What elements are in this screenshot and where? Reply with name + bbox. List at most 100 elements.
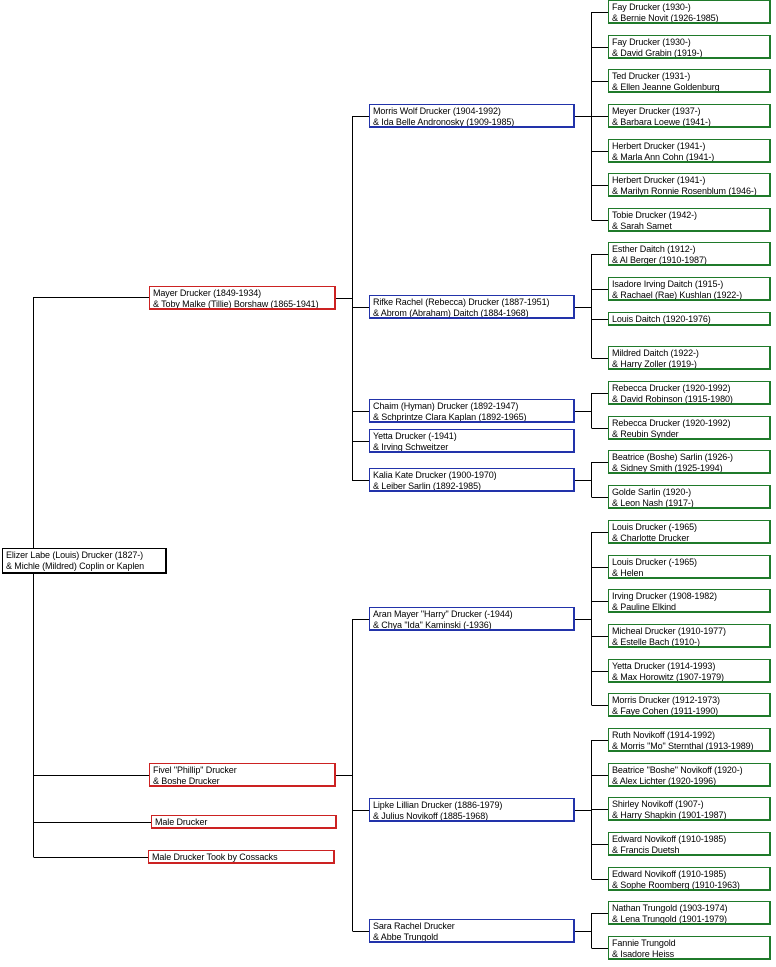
person-name: Male Drucker [155, 817, 208, 827]
person-box-fivel[interactable]: Fivel "Phillip" Drucker & Boshe Drucker [149, 763, 336, 787]
spouse-name: & Lena Trungold (1901-1979) [612, 913, 727, 924]
spouse-name: & Max Horowitz (1907-1979) [612, 671, 724, 682]
person-box-nathan[interactable]: Nathan Trungold (1903-1974) & Lena Trung… [608, 901, 771, 925]
person-name: Chaim (Hyman) Drucker (1892-1947) [373, 401, 519, 411]
person-box-yetta[interactable]: Yetta Drucker (-1941) & Irving Schweitze… [369, 429, 575, 453]
spouse-name: & Toby Malke (Tillie) Borshaw (1865-1941… [153, 298, 319, 309]
spouse-name: & Faye Cohen (1911-1990) [612, 705, 719, 716]
person-box-chaim[interactable]: Chaim (Hyman) Drucker (1892-1947) & Schp… [369, 399, 575, 423]
spouse-name: & Al Berger (1910-1987) [612, 254, 707, 265]
person-name: Rebecca Drucker (1920-1992) [612, 418, 731, 428]
person-box-rifke[interactable]: Rifke Rachel (Rebecca) Drucker (1887-195… [369, 295, 575, 319]
person-box-irving[interactable]: Irving Drucker (1908-1982) & Pauline Elk… [608, 589, 771, 613]
person-box-herbert-2[interactable]: Herbert Drucker (1941-) & Marilyn Ronnie… [608, 173, 771, 197]
person-box-fannie[interactable]: Fannie Trungold & Isadore Heiss [608, 936, 771, 960]
spouse-name: & Isadore Heiss [612, 948, 675, 959]
person-box-yetta-drucker[interactable]: Yetta Drucker (1914-1993) & Max Horowitz… [608, 659, 771, 683]
person-name: Fivel "Phillip" Drucker [153, 765, 237, 775]
spouse-name: & Francis Duetsh [612, 844, 680, 855]
person-name: Kalia Kate Drucker (1900-1970) [373, 470, 497, 480]
spouse-name: & Abbe Trungold [373, 931, 439, 942]
person-name: Shirley Novikoff (1907-) [612, 799, 704, 809]
person-name: Lipke Lillian Drucker (1886-1979) [373, 800, 503, 810]
person-name: Esther Daitch (1912-) [612, 244, 696, 254]
spouse-name: & Charlotte Drucker [612, 532, 690, 543]
person-box-fay-2[interactable]: Fay Drucker (1930-) & David Grabin (1919… [608, 35, 771, 59]
spouse-name: & Ida Belle Andronosky (1909-1985) [373, 116, 515, 127]
spouse-name: & Marla Ann Cohn (1941-) [612, 151, 715, 162]
person-name: Morris Drucker (1912-1973) [612, 695, 720, 705]
person-box-rebecca-2[interactable]: Rebecca Drucker (1920-1992) & Reubin Syn… [608, 416, 771, 440]
spouse-name: & Schprintze Clara Kaplan (1892-1965) [373, 411, 527, 422]
person-box-edward-1[interactable]: Edward Novikoff (1910-1985) & Francis Du… [608, 832, 771, 856]
spouse-name: & Sophe Roomberg (1910-1963) [612, 879, 740, 890]
spouse-name: & Leon Nash (1917-) [612, 497, 694, 508]
person-box-mildred[interactable]: Mildred Daitch (1922-) & Harry Zoller (1… [608, 346, 771, 370]
person-box-ruth[interactable]: Ruth Novikoff (1914-1992) & Morris "Mo" … [608, 728, 771, 752]
person-box-male-1[interactable]: Male Drucker [151, 815, 337, 829]
person-box-lipke[interactable]: Lipke Lillian Drucker (1886-1979) & Juli… [369, 798, 575, 822]
person-name: Herbert Drucker (1941-) [612, 141, 706, 151]
person-box-herbert-1[interactable]: Herbert Drucker (1941-) & Marla Ann Cohn… [608, 139, 771, 163]
spouse-name: & Chya "Ida" Kaminski (-1936) [373, 619, 492, 630]
person-box-meyer[interactable]: Meyer Drucker (1937-) & Barbara Loewe (1… [608, 104, 771, 128]
person-box-esther[interactable]: Esther Daitch (1912-) & Al Berger (1910-… [608, 242, 771, 266]
person-box-louis-1[interactable]: Louis Drucker (-1965) & Charlotte Drucke… [608, 520, 771, 544]
person-name: Aran Mayer "Harry" Drucker (-1944) [373, 609, 513, 619]
spouse-name: & Bernie Novit (1926-1985) [612, 12, 719, 23]
person-name: Fay Drucker (1930-) [612, 2, 691, 12]
person-box-beatrice-sarlin[interactable]: Beatrice (Boshe) Sarlin (1926-) & Sidney… [608, 450, 771, 474]
person-box-golde[interactable]: Golde Sarlin (1920-) & Leon Nash (1917-) [608, 485, 771, 509]
person-box-beatrice-novikoff[interactable]: Beatrice "Boshe" Novikoff (1920-) & Alex… [608, 763, 771, 787]
person-box-aran[interactable]: Aran Mayer "Harry" Drucker (-1944) & Chy… [369, 607, 575, 631]
person-box-root[interactable]: Elizer Labe (Louis) Drucker (1827-) & Mi… [2, 548, 167, 574]
spouse-name: & Helen [612, 567, 644, 578]
person-name: Tobie Drucker (1942-) [612, 210, 697, 220]
person-box-shirley[interactable]: Shirley Novikoff (1907-) & Harry Shapkin… [608, 797, 771, 821]
person-name: Rebecca Drucker (1920-1992) [612, 383, 731, 393]
person-name: Ruth Novikoff (1914-1992) [612, 730, 715, 740]
spouse-name: & Boshe Drucker [153, 775, 220, 786]
person-name: Yetta Drucker (-1941) [373, 431, 457, 441]
spouse-name: & Marilyn Ronnie Rosenblum (1946-) [612, 185, 757, 196]
spouse-name: & Abrom (Abraham) Daitch (1884-1968) [373, 307, 529, 318]
person-name: Nathan Trungold (1903-1974) [612, 903, 728, 913]
spouse-name: & Estelle Bach (1910-) [612, 636, 700, 647]
person-name: Beatrice (Boshe) Sarlin (1926-) [612, 452, 733, 462]
spouse-name: & Morris "Mo" Sternthal (1913-1989) [612, 740, 754, 751]
person-box-morris-drucker[interactable]: Morris Drucker (1912-1973) & Faye Cohen … [608, 693, 771, 717]
person-box-mayer[interactable]: Mayer Drucker (1849-1934) & Toby Malke (… [149, 286, 336, 310]
spouse-name: & David Grabin (1919-) [612, 47, 703, 58]
person-name: Elizer Labe (Louis) Drucker (1827-) [6, 550, 144, 560]
person-box-male-2[interactable]: Male Drucker Took by Cossacks [148, 850, 335, 864]
person-name: Mayer Drucker (1849-1934) [153, 288, 262, 298]
spouse-name: & Michle (Mildred) Coplin or Kaplen [6, 560, 145, 571]
person-box-fay-1[interactable]: Fay Drucker (1930-) & Bernie Novit (1926… [608, 0, 771, 24]
person-name: Fay Drucker (1930-) [612, 37, 691, 47]
person-box-tobie[interactable]: Tobie Drucker (1942-) & Sarah Samet [608, 208, 771, 232]
person-box-sara[interactable]: Sara Rachel Drucker & Abbe Trungold [369, 919, 575, 943]
spouse-name: & Harry Shapkin (1901-1987) [612, 809, 727, 820]
person-box-micheal[interactable]: Micheal Drucker (1910-1977) & Estelle Ba… [608, 624, 771, 648]
person-name: Fannie Trungold [612, 938, 676, 948]
person-box-louis-daitch[interactable]: Louis Daitch (1920-1976) [608, 312, 771, 326]
person-name: Micheal Drucker (1910-1977) [612, 626, 726, 636]
spouse-name: & Pauline Elkind [612, 601, 676, 612]
person-box-morris-wolf[interactable]: Morris Wolf Drucker (1904-1992) & Ida Be… [369, 104, 575, 128]
person-name: Louis Drucker (-1965) [612, 557, 697, 567]
person-box-louis-2[interactable]: Louis Drucker (-1965) & Helen [608, 555, 771, 579]
person-box-edward-2[interactable]: Edward Novikoff (1910-1985) & Sophe Room… [608, 867, 771, 891]
person-name: Beatrice "Boshe" Novikoff (1920-) [612, 765, 743, 775]
person-name: Louis Drucker (-1965) [612, 522, 697, 532]
person-box-ted[interactable]: Ted Drucker (1931-) & Ellen Jeanne Golde… [608, 69, 771, 93]
person-name: Golde Sarlin (1920-) [612, 487, 692, 497]
person-name: Rifke Rachel (Rebecca) Drucker (1887-195… [373, 297, 550, 307]
person-name: Isadore Irving Daitch (1915-) [612, 279, 724, 289]
person-name: Edward Novikoff (1910-1985) [612, 834, 727, 844]
person-box-isadore[interactable]: Isadore Irving Daitch (1915-) & Rachael … [608, 277, 771, 301]
person-name: Sara Rachel Drucker [373, 921, 455, 931]
person-box-rebecca-1[interactable]: Rebecca Drucker (1920-1992) & David Robi… [608, 381, 771, 405]
person-box-kalia[interactable]: Kalia Kate Drucker (1900-1970) & Leiber … [369, 468, 575, 492]
spouse-name: & Sidney Smith (1925-1994) [612, 462, 723, 473]
spouse-name: & David Robinson (1915-1980) [612, 393, 733, 404]
